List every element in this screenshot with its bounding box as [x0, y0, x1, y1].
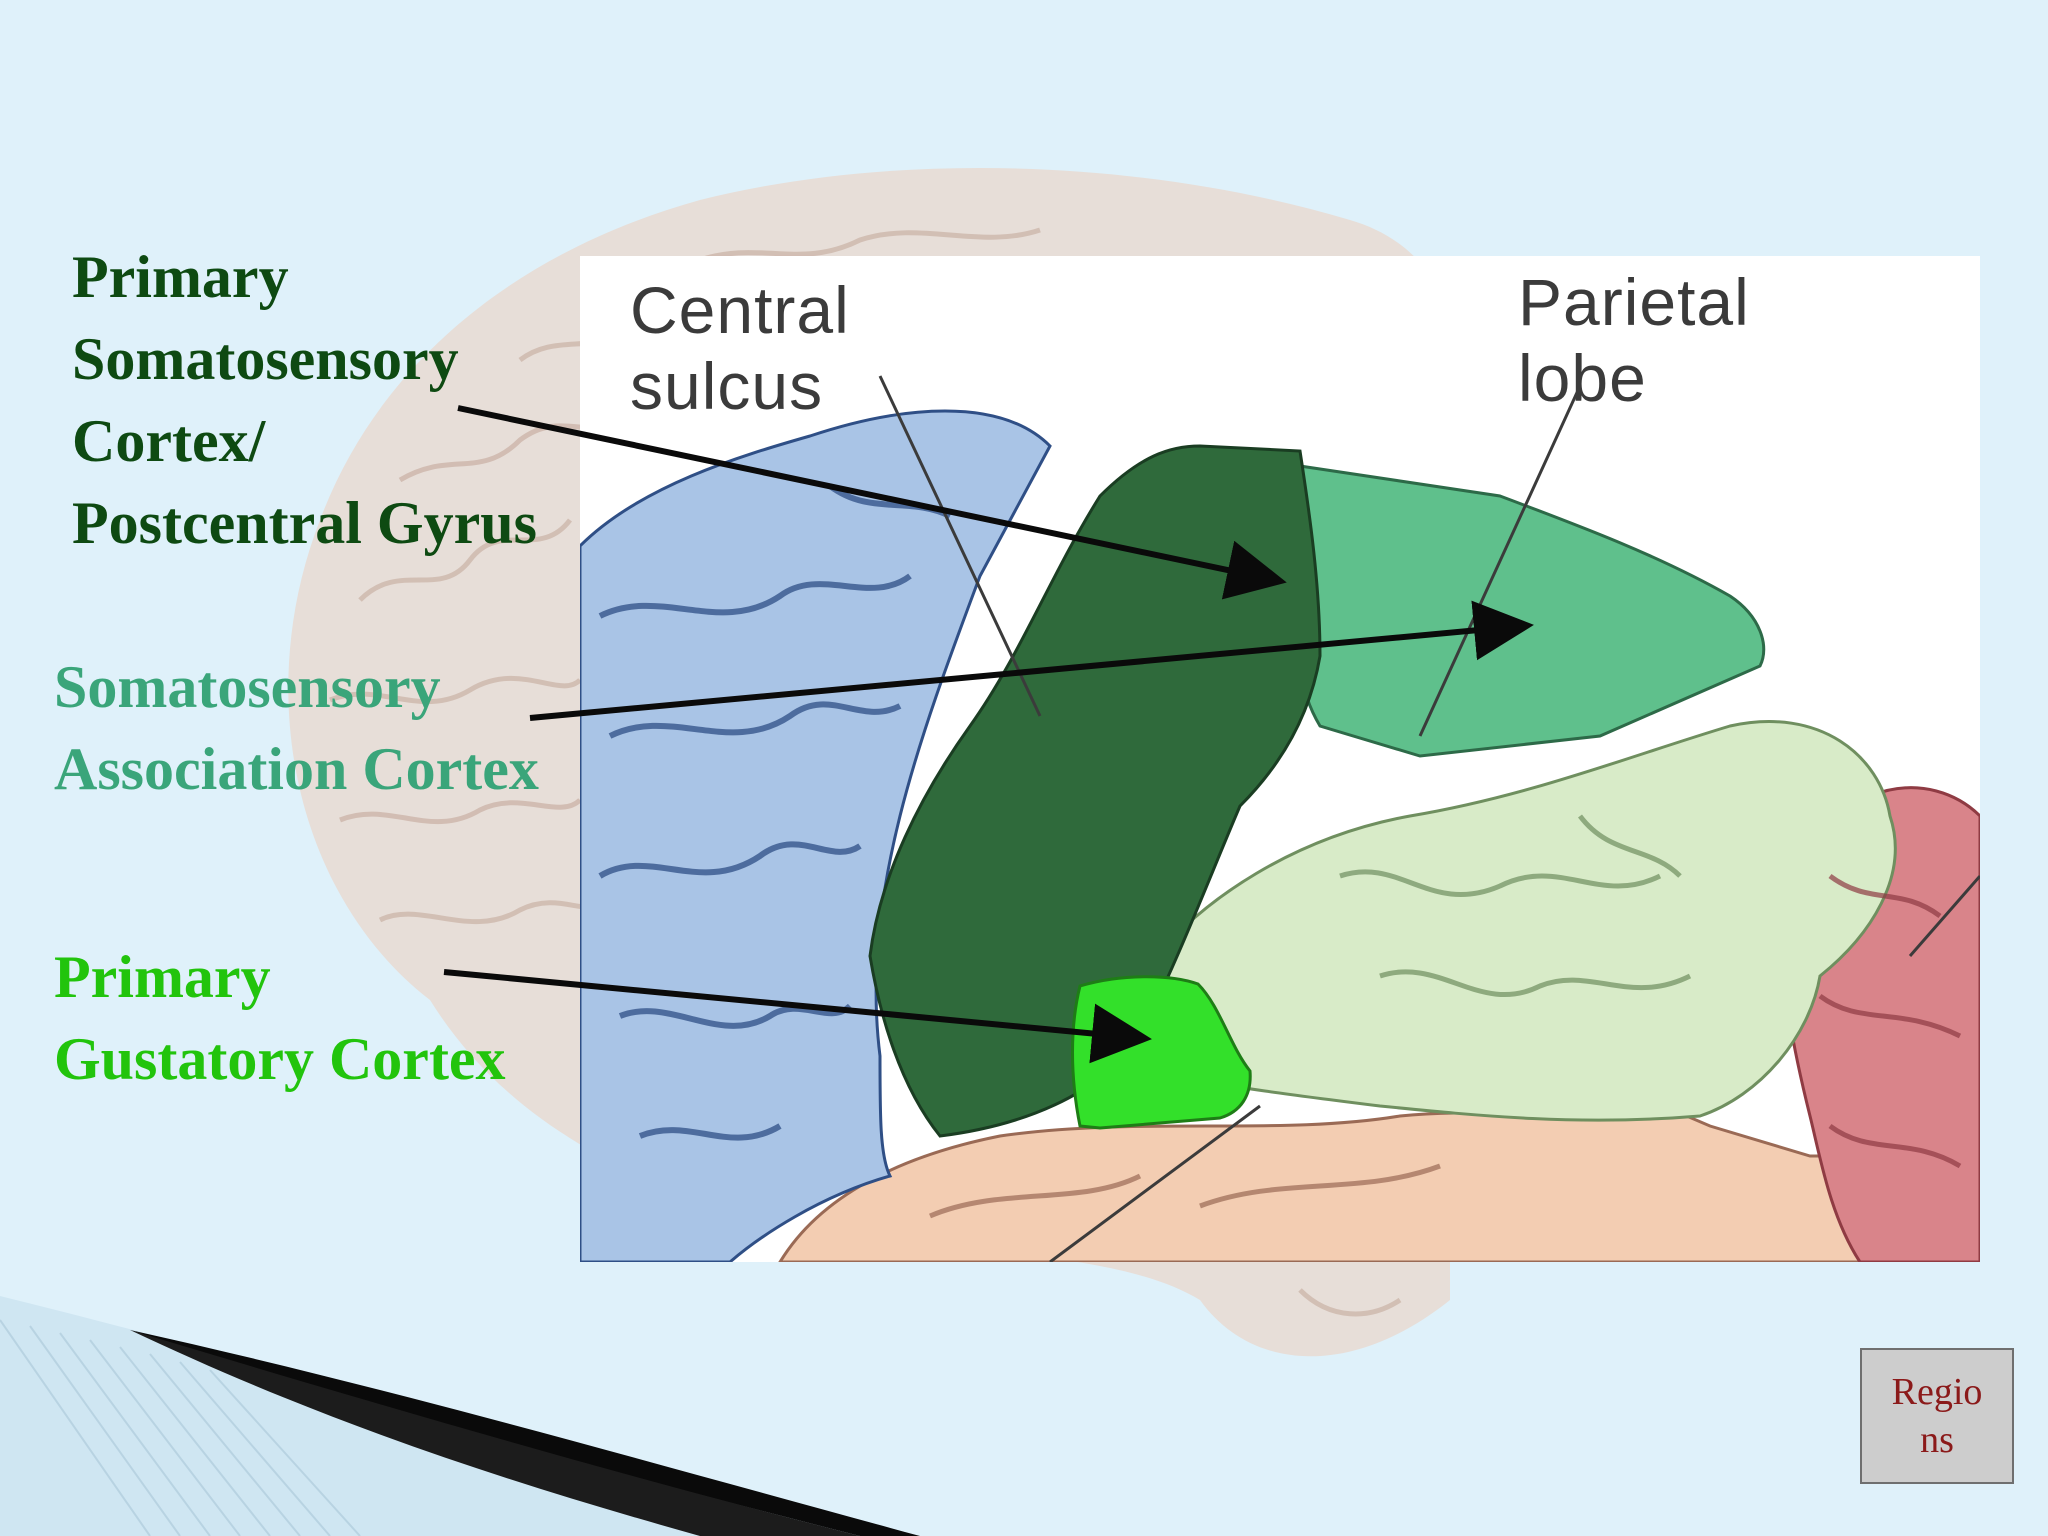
regions-nav-button[interactable]: Regions — [1860, 1348, 2014, 1484]
central-sulcus-label-line-2: sulcus — [630, 349, 824, 423]
occipital-leader-line — [1908, 875, 1980, 957]
central-sulcus-label-line-1: Central — [630, 273, 850, 347]
primary-somatosensory-line-3: Cortex/ — [72, 408, 266, 474]
association-cortex-callout: Somatosensory Association Cortex — [54, 646, 539, 810]
parietal-lobe-label: Parietal lobe — [1518, 264, 1750, 416]
primary-somatosensory-line-1: Primary — [72, 244, 289, 310]
parietal-lobe-label-line-1: Parietal — [1518, 265, 1750, 339]
temporal-leader-line — [1049, 1104, 1261, 1262]
gustatory-cortex-line-1: Primary — [54, 944, 271, 1010]
brain-lateral-diagram: Central sulcus Parietal lobe — [580, 256, 1980, 1262]
association-cortex-region — [1296, 464, 1766, 758]
inferior-parietal-region — [1130, 720, 1897, 1122]
primary-somatosensory-callout: Primary Somatosensory Cortex/ Postcentra… — [72, 236, 537, 564]
association-cortex-line-2: Association Cortex — [54, 736, 539, 802]
primary-somatosensory-line-4: Postcentral Gyrus — [72, 490, 537, 556]
gustatory-cortex-line-2: Gustatory Cortex — [54, 1026, 506, 1092]
primary-somatosensory-line-2: Somatosensory — [72, 326, 459, 392]
parietal-lobe-label-line-2: lobe — [1518, 341, 1647, 415]
association-cortex-line-1: Somatosensory — [54, 654, 441, 720]
central-sulcus-label: Central sulcus — [630, 272, 850, 424]
regions-nav-button-label: Regions — [1891, 1371, 1983, 1461]
gustatory-cortex-callout: Primary Gustatory Cortex — [54, 936, 506, 1100]
